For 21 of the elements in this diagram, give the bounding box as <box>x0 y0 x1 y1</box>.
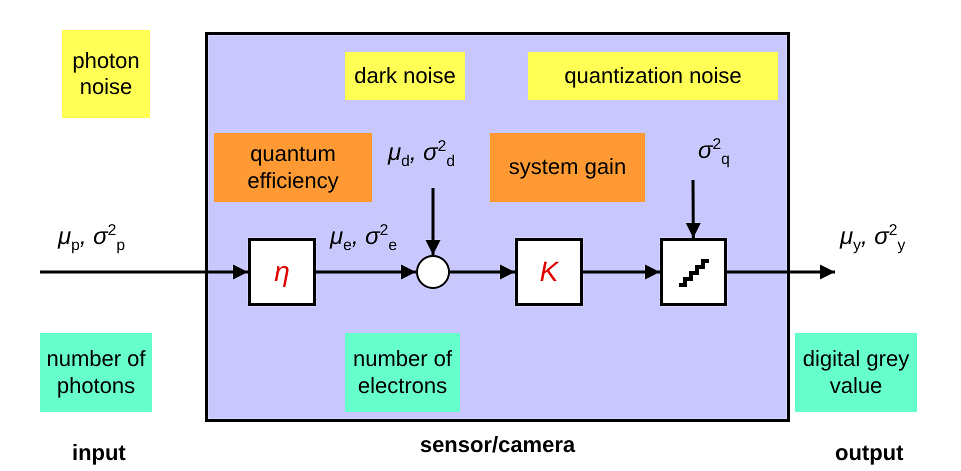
arrow <box>426 188 440 255</box>
block-caption: sensor/camera <box>418 432 576 458</box>
stage-label: input <box>72 440 126 466</box>
noise-source-box: quantization noise <box>528 52 778 100</box>
arrow <box>727 264 835 280</box>
arrow <box>686 180 701 238</box>
quantity-box: digital grey value <box>795 333 917 412</box>
quantity-box: number of photons <box>40 333 152 412</box>
arrow <box>450 264 515 280</box>
stage-label: output <box>835 440 904 466</box>
quantizer-box <box>660 238 727 306</box>
arrow <box>316 264 416 280</box>
quantity-box: number of electrons <box>345 333 460 412</box>
arrow <box>583 264 660 280</box>
parameter-box: system gain <box>490 133 645 202</box>
noise-source-box: photon noise <box>62 30 150 118</box>
parameter-box: quantum efficiency <box>214 133 372 202</box>
process-box: η <box>248 238 316 306</box>
noise-source-box: dark noise <box>345 52 465 100</box>
process-box: K <box>515 238 583 306</box>
arrow <box>40 264 248 280</box>
